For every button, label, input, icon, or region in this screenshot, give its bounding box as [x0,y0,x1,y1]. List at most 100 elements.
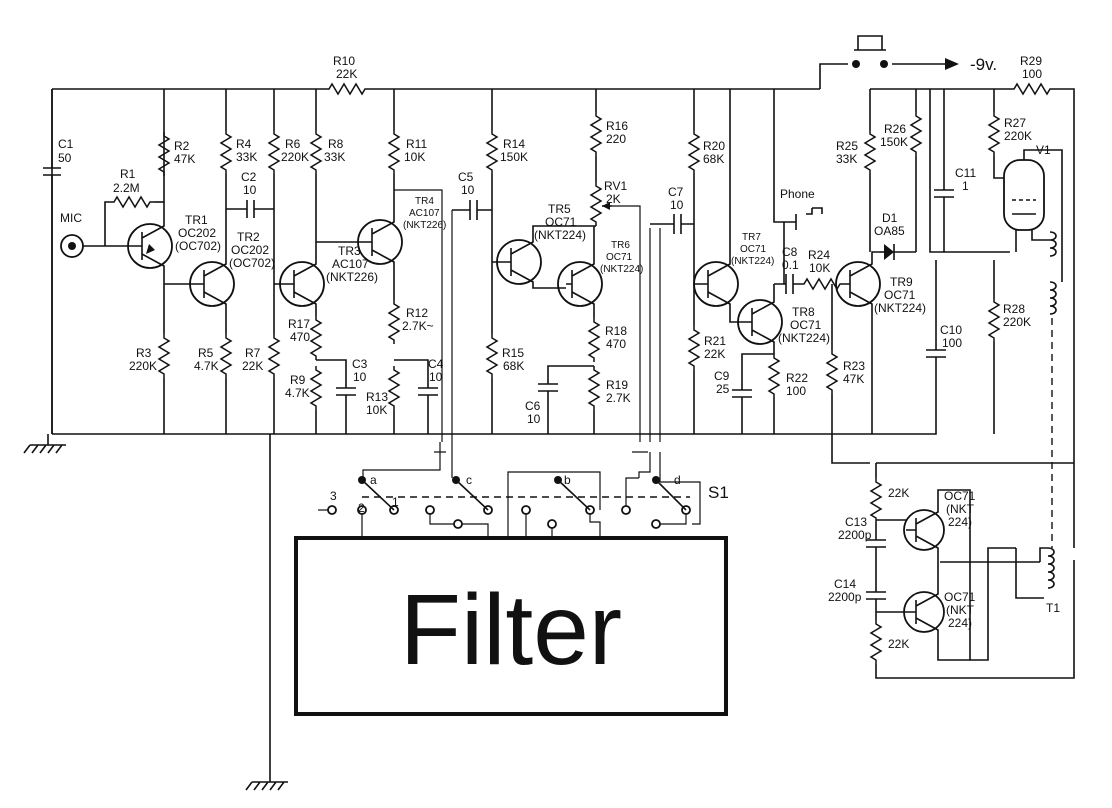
power-switch [852,35,888,68]
capacitor-c10 [870,260,946,435]
resistor-r20 [688,89,700,326]
resistor-r3 [158,282,170,434]
r27-name: R27 [1004,116,1026,130]
resistor-r1 [104,196,164,246]
c4-name: C4 [428,357,444,371]
tr7-name: TR7 [742,232,761,243]
supply-rail [52,58,1075,463]
r9-value: 4.7K [285,386,310,400]
r22-name: R22 [786,371,808,385]
tr3-type: AC107 [332,257,369,271]
r15-name: R15 [502,346,524,360]
r18-value: 470 [606,337,626,351]
tr9-type: OC71 [884,288,916,302]
c6-value: 10 [527,412,541,426]
c10-value: 100 [942,336,962,350]
c14-name: C14 [834,577,856,591]
capacitor-c3 [316,359,356,434]
tr4-type: AC107 [409,208,440,219]
tr6-name: TR6 [611,240,630,251]
resistor-r10 [324,83,370,95]
r28-value: 220K [1003,315,1031,329]
c7-value: 10 [670,198,684,212]
tr8-type: OC71 [790,318,822,332]
resistor-r17 [310,315,322,361]
r28-name: R28 [1003,302,1025,316]
diode-d1 [880,244,916,260]
r23-name: R23 [843,359,865,373]
r29-name: R29 [1020,54,1042,68]
capacitor-c1 [43,89,61,434]
capacitor-c2 [226,200,274,218]
rv1-value: 2K [606,192,621,206]
r8-value: 33K [324,150,345,164]
d1-type: OA85 [874,224,905,238]
osc2-name: OC71 [944,590,976,604]
r29-value: 100 [1022,67,1042,81]
r4-name: R4 [236,137,252,151]
c4-value: 10 [429,370,443,384]
c2-name: C2 [241,170,257,184]
r20-name: R20 [703,139,725,153]
d1-name: D1 [882,211,898,225]
c13-name: C13 [845,515,867,529]
tr5-name: TR5 [548,202,571,216]
resistor-r12 [388,299,400,345]
v1-label: V1 [1036,143,1051,157]
mic-input [60,234,132,258]
c9-name: C9 [714,369,730,383]
r14-value: 150K [500,150,528,164]
tr4-alt: (NKT226) [403,220,446,231]
resistor-r7 [268,333,280,434]
c3-value: 10 [353,370,367,384]
t1-label: T1 [1046,601,1060,615]
r4-value: 33K [236,150,257,164]
r6-value: 220K [281,150,309,164]
resistor-r19 [588,365,600,434]
r23-value: 47K [843,372,864,386]
resistor-r4 [220,89,232,250]
r25-name: R25 [836,139,858,153]
r25-value: 33K [836,152,857,166]
r2-value: 47K [174,152,195,166]
c11-return-line [929,89,1010,253]
resistor-r16 [590,89,602,182]
r20-value: 68K [703,152,724,166]
tr2-alt: (OC702) [229,256,275,270]
r11-value: 10K [404,150,425,164]
c2-value: 10 [243,183,257,197]
mic-label: MIC [60,211,82,225]
transistor-tr5 [492,225,596,289]
resistor-r29 [1009,83,1055,95]
resistor-r13 [388,365,400,434]
c1-value: 50 [58,151,72,165]
tr7-type: OC71 [740,244,767,255]
position-2-label: 2 [358,501,365,515]
resistor-r8 [310,89,322,175]
resistor-r21 [688,325,700,434]
r24-name: R24 [808,248,830,262]
c11-value: 1 [962,179,969,193]
position-1-label: 1 [392,495,399,509]
resistor-r28 [988,260,1000,434]
r6-name: R6 [285,137,301,151]
tr3-name: TR3 [338,244,361,258]
r10-name: R10 [333,54,355,68]
c5-value: 10 [461,183,475,197]
capacitor-c11 [934,89,954,252]
rv1-name: RV1 [604,179,627,193]
r14-name: R14 [503,137,525,151]
tr9-alt: (NKT224) [874,301,926,315]
r8-name: R8 [328,137,344,151]
transistor-tr4 [316,174,403,300]
c10-name: C10 [940,323,962,337]
r26-name: R26 [884,122,906,136]
tr1-alt: (OC702) [175,239,221,253]
pole-d-label: d [674,473,681,487]
transistor-tr3 [274,174,325,316]
r5-value: 4.7K [194,359,219,373]
tr1-name: TR1 [185,213,208,227]
resistor-r25 [864,89,876,252]
r10-value: 22K [336,67,357,81]
